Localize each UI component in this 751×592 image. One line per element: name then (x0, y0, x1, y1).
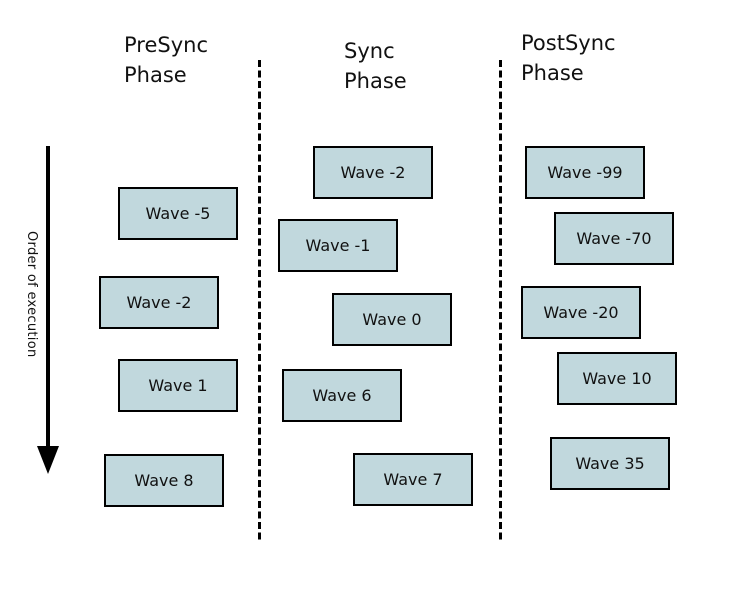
phase-title-line: Phase (344, 69, 407, 93)
phase-title-line: Sync (344, 39, 395, 63)
phase-title-line: PreSync (124, 33, 208, 57)
phase-title-line: Phase (124, 63, 187, 87)
phase-title-presync: PreSync Phase (124, 30, 208, 90)
wave-box-presync-3: Wave 1 (118, 359, 238, 412)
wave-box-sync-5: Wave 7 (353, 453, 473, 506)
phase-title-sync: Sync Phase (344, 36, 407, 96)
phase-title-postsync: PostSync Phase (521, 28, 616, 88)
wave-box-sync-4: Wave 6 (282, 369, 402, 422)
wave-box-sync-1: Wave -2 (313, 146, 433, 199)
phase-title-line: PostSync (521, 31, 616, 55)
wave-box-presync-1: Wave -5 (118, 187, 238, 240)
wave-box-sync-3: Wave 0 (332, 293, 452, 346)
wave-box-postsync-2: Wave -70 (554, 212, 674, 265)
wave-box-sync-2: Wave -1 (278, 219, 398, 272)
wave-box-presync-4: Wave 8 (104, 454, 224, 507)
phase-separator-left (257, 60, 261, 542)
wave-box-postsync-5: Wave 35 (550, 437, 670, 490)
wave-box-presync-2: Wave -2 (99, 276, 219, 329)
wave-box-postsync-1: Wave -99 (525, 146, 645, 199)
arrow-down-icon (37, 446, 59, 474)
phase-title-line: Phase (521, 61, 584, 85)
order-arrow-shaft (46, 146, 50, 448)
order-of-execution-label: Order of execution (24, 231, 39, 358)
wave-box-postsync-4: Wave 10 (557, 352, 677, 405)
wave-box-postsync-3: Wave -20 (521, 286, 641, 339)
phase-separator-right (498, 60, 502, 542)
